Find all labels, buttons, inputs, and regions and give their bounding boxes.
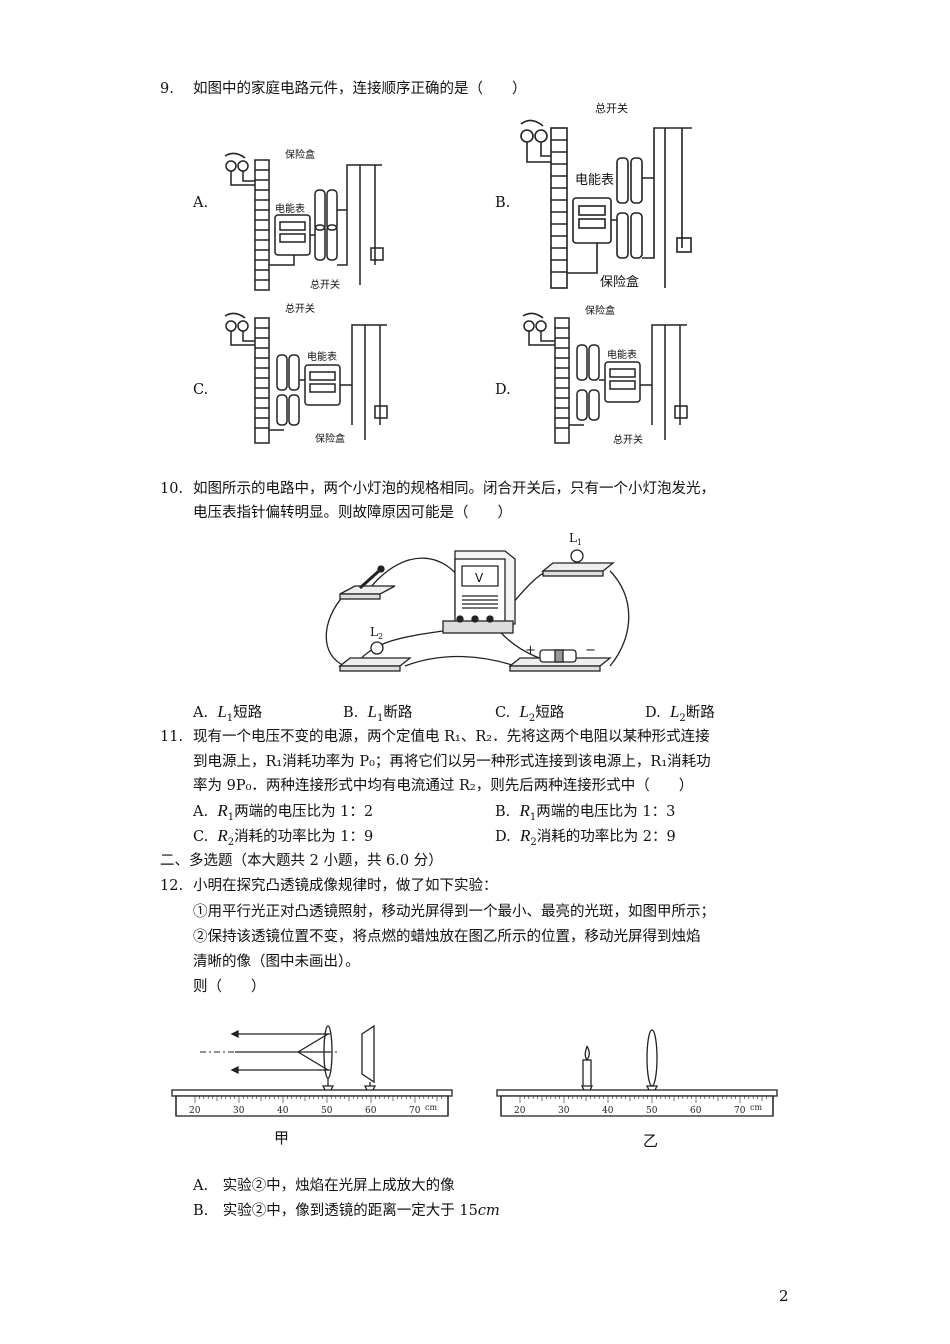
ruler-tick-label: 60: [365, 1106, 377, 1116]
battery-plus: +: [525, 643, 536, 658]
figure-yi-caption: 乙: [643, 1132, 659, 1150]
ruler-scale: 20 30 40 50 60 70 cm: [189, 1096, 442, 1116]
ruler-tick-label: 20: [189, 1106, 201, 1116]
q9-figure-d: 保险盒 电能表 总开关: [522, 304, 688, 446]
q12-then: 则（ ）: [193, 979, 266, 995]
q10-option-c[interactable]: C. L2短路: [495, 702, 565, 724]
q12-step1: ①用平行光正对凸透镜照射，移动光屏得到一个最小、最亮的光斑，如图甲所示；: [193, 904, 715, 920]
ruler-scale: 20 30 40 50 60 70 cm: [514, 1096, 767, 1116]
q9d-switch-label: 总开关: [613, 433, 643, 446]
q11-option-c[interactable]: C. R2消耗的功率比为 1：9: [193, 826, 374, 848]
ruler-tick-label: 30: [558, 1106, 570, 1116]
q11-line3: 率为 9P₀．两种连接形式中均有电流通过 R₂，则先后两种连接形式中（ ）: [193, 778, 694, 794]
q12-figure-jia: 20 30 40 50 60 70 cm: [171, 1024, 453, 1117]
q12-option-a[interactable]: A. 实验②中，烛焰在光屏上成放大的像: [193, 1178, 455, 1194]
q9-figure-c: 总开关 电能表 保险盒: [224, 302, 388, 445]
figure-jia-caption: 甲: [274, 1129, 290, 1147]
q12-step2-line1: ②保持该透镜位置不变，将点燃的蜡烛放在图乙所示的位置，移动光屏得到烛焰: [193, 929, 701, 945]
q9a-meter-label: 电能表: [275, 202, 305, 215]
ruler-tick-label: 60: [690, 1106, 702, 1116]
q10-option-a[interactable]: A. L1短路: [193, 702, 263, 724]
q9b-fuse-label: 保险盒: [600, 274, 639, 290]
q9-number: 9.: [160, 81, 174, 97]
q12-step2-line2: 清晰的像（图中未画出）。: [193, 954, 360, 970]
q10-option-b[interactable]: B. L1断路: [343, 702, 413, 724]
page-number: 2: [779, 1287, 789, 1305]
ruler-tick-label: 50: [646, 1106, 658, 1116]
battery-minus: −: [585, 643, 596, 658]
q12-number: 12.: [160, 878, 184, 894]
q12-stem: 小明在探究凸透镜成像规律时，做了如下实验：: [193, 878, 498, 894]
ruler-tick-label: 50: [321, 1106, 333, 1116]
q9d-meter-label: 电能表: [607, 348, 637, 361]
q9-stem: 如图中的家庭电路元件，连接顺序正确的是（ ）: [193, 81, 527, 97]
section-heading: 二、多选题（本大题共 2 小题，共 6.0 分）: [160, 853, 443, 869]
ruler-tick-label: 70: [734, 1106, 746, 1116]
q9b-switch-label: 总开关: [595, 101, 628, 115]
q9c-meter-label: 电能表: [307, 350, 337, 363]
q9a-fuse-label: 保险盒: [285, 148, 315, 161]
ruler-tick-label: 40: [602, 1106, 614, 1116]
q9c-switch-label: 总开关: [285, 302, 315, 315]
q9a-switch-label: 总开关: [310, 278, 340, 291]
ruler-tick-label: 70: [409, 1106, 421, 1116]
q12-figure-yi: 20 30 40 50 60 70 cm: [496, 1029, 778, 1117]
q11-option-b[interactable]: B. R1两端的电压比为 1：3: [495, 801, 676, 823]
q11-option-d[interactable]: D. R2消耗的功率比为 2：9: [495, 826, 676, 848]
q9d-fuse-label: 保险盒: [585, 304, 615, 317]
q10-number: 10.: [160, 481, 184, 497]
ruler-tick-label: 40: [277, 1106, 289, 1116]
q12-option-b[interactable]: B. 实验②中，像到透镜的距离一定大于 15cm: [193, 1203, 500, 1219]
q10-option-d[interactable]: D. L2断路: [645, 702, 715, 724]
q10-stem-line2: 电压表指针偏转明显。则故障原因可能是（ ）: [193, 505, 512, 521]
ruler-unit: cm: [425, 1103, 437, 1112]
q11-option-a[interactable]: A. R1两端的电压比为 1：2: [193, 801, 374, 823]
ruler-tick-label: 30: [233, 1106, 245, 1116]
q9c-fuse-label: 保险盒: [315, 432, 345, 445]
q9-figure-b: 总开关 电能表 保险盒: [520, 101, 692, 290]
l2-label: L2: [370, 625, 383, 641]
q9-figure-a: 保险盒 电能表 总开关: [224, 148, 384, 291]
q11-number: 11.: [160, 729, 184, 745]
q9b-meter-label: 电能表: [575, 173, 614, 188]
l1-label: L1: [569, 531, 582, 547]
voltmeter-symbol: V: [475, 571, 484, 585]
q9-option-c[interactable]: C.: [193, 382, 209, 398]
q10-circuit-figure: V L1 L2 + −: [325, 531, 630, 672]
q11-line1: 现有一个电压不变的电源，两个定值电 R₁、R₂．先将这两个电阻以某种形式连接: [193, 729, 710, 745]
ruler-tick-label: 20: [514, 1106, 526, 1116]
ruler-unit: cm: [750, 1103, 762, 1112]
q9-option-a[interactable]: A.: [193, 195, 209, 211]
q10-stem-line1: 如图所示的电路中，两个小灯泡的规格相同。闭合开关后，只有一个小灯泡发光，: [193, 481, 715, 497]
q9-option-d[interactable]: D.: [495, 382, 511, 398]
q11-line2: 到电源上，R₁消耗功率为 P₀；再将它们以另一种形式连接到该电源上，R₁消耗功: [193, 754, 711, 770]
q9-option-b[interactable]: B.: [495, 195, 511, 211]
